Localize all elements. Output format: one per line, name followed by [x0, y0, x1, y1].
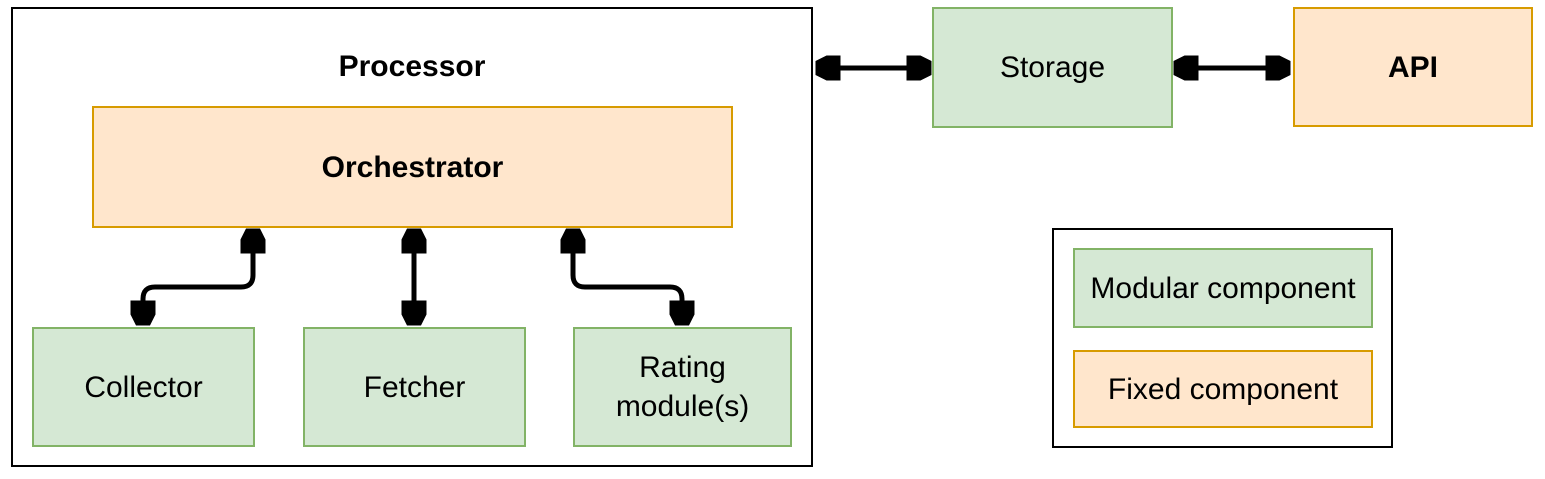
collector-box: Collector [32, 327, 255, 447]
fetcher-label: Fetcher [363, 370, 466, 404]
processor-label: Processor [338, 50, 486, 83]
storage-label: Storage [999, 51, 1106, 84]
legend-fixed-component: Fixed component [1073, 350, 1373, 428]
api-label: API [1387, 50, 1438, 84]
legend-modular-component: Modular component [1073, 248, 1373, 328]
fetcher-box: Fetcher [303, 327, 526, 447]
storage-box: Storage [932, 7, 1173, 128]
collector-label: Collector [84, 370, 203, 404]
orchestrator-box: Orchestrator [92, 106, 733, 228]
orchestrator-label: Orchestrator [321, 150, 504, 184]
legend-modular-label: Modular component [1090, 271, 1356, 305]
api-box: API [1293, 7, 1533, 127]
rating-modules-box: Rating module(s) [573, 327, 792, 447]
legend-fixed-label: Fixed component [1107, 372, 1339, 406]
rating-modules-label: Rating module(s) [615, 351, 750, 423]
